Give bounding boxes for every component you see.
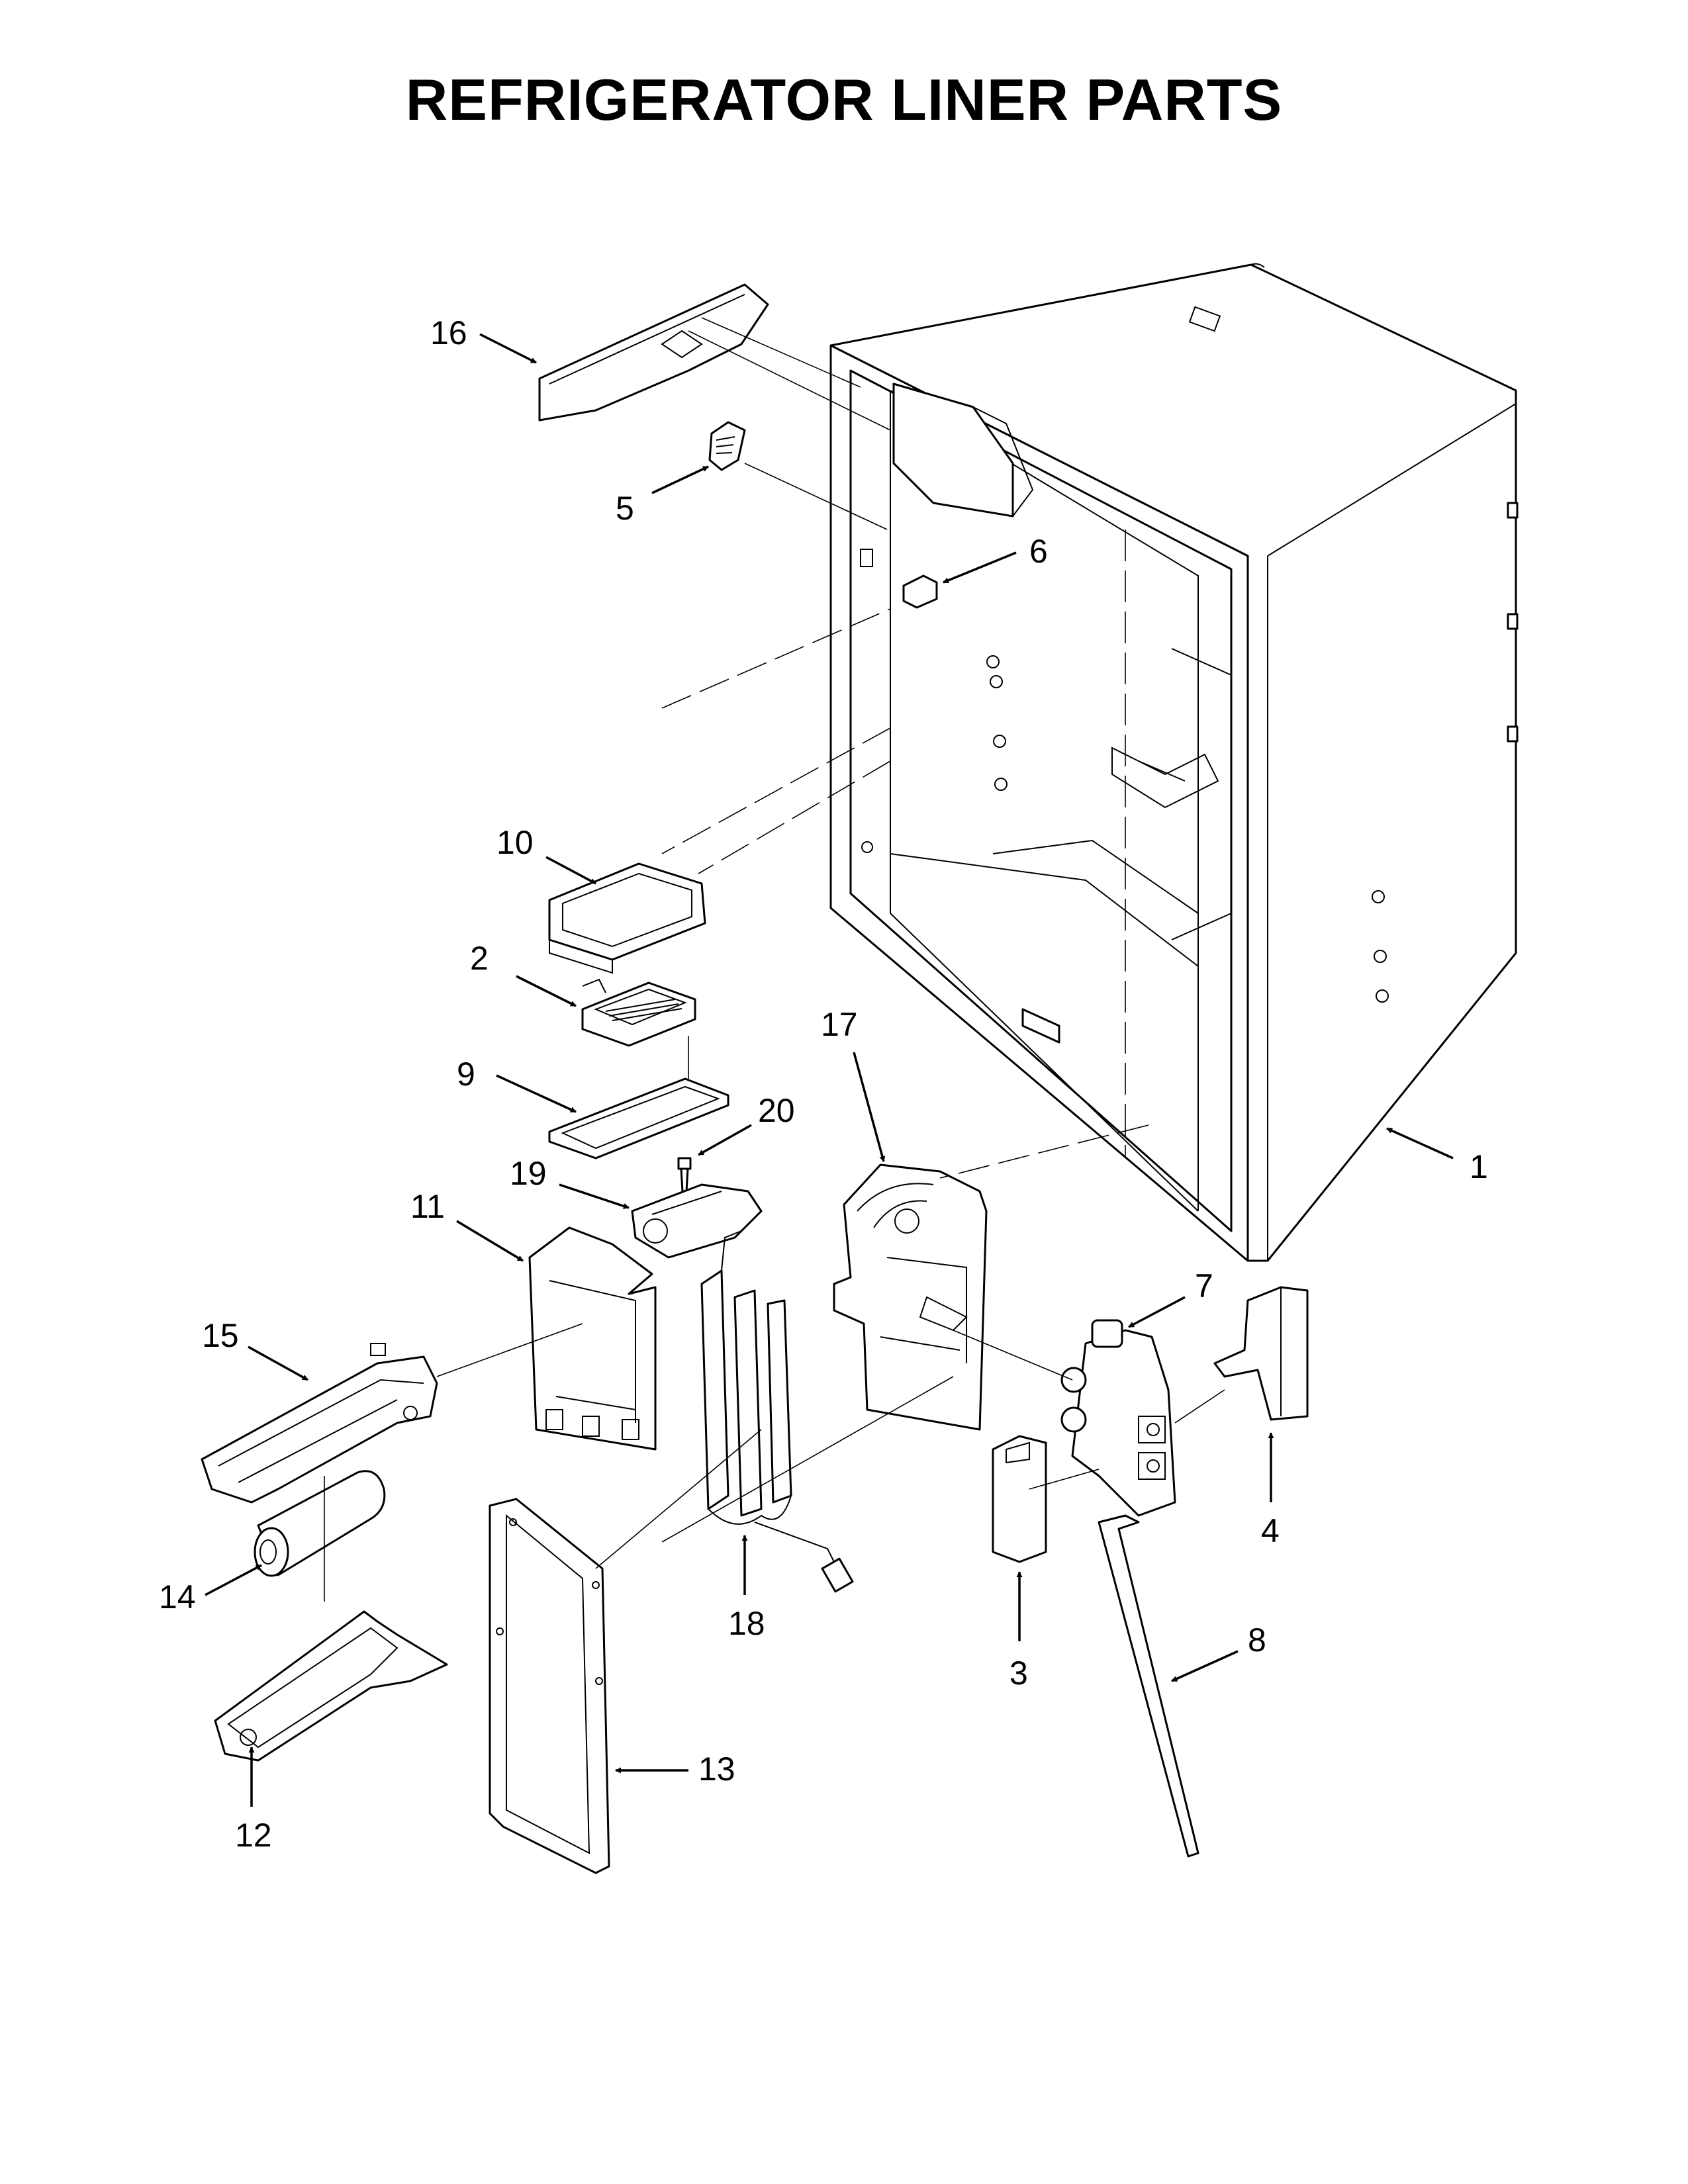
callout-14-label: 14 bbox=[159, 1578, 196, 1615]
part-17-bracket bbox=[833, 1163, 988, 1431]
part-13-panel bbox=[489, 1498, 610, 1874]
callout-15: 15 bbox=[202, 1317, 308, 1381]
callout-8-arrow bbox=[1171, 1650, 1239, 1682]
callout-16: 16 bbox=[430, 314, 537, 364]
callout-19-arrow bbox=[559, 1183, 630, 1209]
callout-6: 6 bbox=[943, 533, 1048, 584]
part-18-tube-assembly bbox=[700, 1230, 854, 1593]
callout-16-arrow bbox=[479, 333, 537, 364]
callout-11-label: 11 bbox=[410, 1188, 445, 1225]
callout-14: 14 bbox=[159, 1564, 262, 1615]
part-11-housing bbox=[528, 1226, 657, 1451]
callout-4-label: 4 bbox=[1261, 1512, 1280, 1549]
part-2-module bbox=[581, 978, 696, 1047]
callout-5-arrow bbox=[651, 465, 709, 494]
callout-19-label: 19 bbox=[510, 1155, 547, 1192]
callout-11-arrow bbox=[456, 1220, 524, 1262]
callout-10: 10 bbox=[496, 824, 596, 885]
callout-2: 2 bbox=[470, 940, 577, 1007]
part-12-filter-cover bbox=[214, 1610, 448, 1762]
callout-19: 19 bbox=[510, 1155, 630, 1209]
callout-7-label: 7 bbox=[1195, 1267, 1213, 1304]
part-7-water-valve bbox=[1060, 1319, 1176, 1517]
callout-9-label: 9 bbox=[457, 1056, 475, 1093]
page-title: REFRIGERATOR LINER PARTS bbox=[405, 67, 1283, 132]
callout-14-arrow bbox=[205, 1564, 262, 1596]
part-9-plate bbox=[548, 1077, 729, 1160]
callout-17-arrow bbox=[853, 1052, 886, 1162]
callout-16-label: 16 bbox=[430, 314, 467, 351]
part-15-filter-housing bbox=[201, 1343, 438, 1504]
part-10-housing bbox=[548, 862, 706, 974]
callout-13: 13 bbox=[615, 1751, 735, 1788]
callout-6-arrow bbox=[943, 551, 1017, 584]
callout-9-arrow bbox=[496, 1074, 577, 1113]
callout-20-arrow bbox=[698, 1124, 752, 1156]
callout-12-label: 12 bbox=[235, 1817, 272, 1854]
callout-20-label: 20 bbox=[758, 1092, 795, 1129]
part-20-screw bbox=[677, 1157, 692, 1193]
callout-1: 1 bbox=[1386, 1127, 1488, 1185]
callout-1-arrow bbox=[1386, 1127, 1454, 1160]
callout-9: 9 bbox=[457, 1056, 577, 1113]
callout-15-arrow bbox=[248, 1345, 308, 1381]
callout-18: 18 bbox=[728, 1535, 765, 1642]
part-3-clip bbox=[992, 1435, 1047, 1563]
callout-5: 5 bbox=[616, 465, 709, 527]
callout-3-label: 3 bbox=[1009, 1655, 1028, 1692]
part-1-liner bbox=[829, 263, 1519, 1262]
callout-2-arrow bbox=[516, 975, 577, 1007]
callout-7: 7 bbox=[1128, 1267, 1213, 1328]
part-6-clip bbox=[902, 574, 938, 609]
callout-7-arrow bbox=[1128, 1296, 1186, 1328]
assembly-lines bbox=[324, 317, 1225, 1602]
callout-13-label: 13 bbox=[698, 1751, 735, 1788]
callout-11: 11 bbox=[410, 1188, 524, 1262]
callout-17-label: 17 bbox=[821, 1006, 858, 1043]
callout-6-label: 6 bbox=[1029, 533, 1048, 570]
callout-3: 3 bbox=[1009, 1571, 1028, 1692]
callout-2-label: 2 bbox=[470, 940, 489, 977]
callout-1-label: 1 bbox=[1470, 1148, 1488, 1185]
callout-12: 12 bbox=[235, 1747, 272, 1854]
callout-17: 17 bbox=[821, 1006, 886, 1162]
part-19-damper bbox=[631, 1183, 763, 1259]
part-8-tube bbox=[1098, 1514, 1199, 1858]
callout-8-label: 8 bbox=[1248, 1621, 1266, 1659]
callout-18-label: 18 bbox=[728, 1605, 765, 1642]
callout-5-label: 5 bbox=[616, 490, 634, 527]
callout-15-label: 15 bbox=[202, 1317, 239, 1354]
part-14-filter-cartridge bbox=[254, 1470, 386, 1577]
callout-10-arrow bbox=[545, 856, 596, 885]
callout-4: 4 bbox=[1261, 1432, 1280, 1549]
callout-10-label: 10 bbox=[496, 824, 534, 861]
part-16-top-cover bbox=[538, 283, 769, 422]
callout-20: 20 bbox=[698, 1092, 795, 1156]
callout-8: 8 bbox=[1171, 1621, 1266, 1682]
part-4-bracket bbox=[1213, 1286, 1309, 1421]
part-5-knob bbox=[708, 421, 746, 471]
